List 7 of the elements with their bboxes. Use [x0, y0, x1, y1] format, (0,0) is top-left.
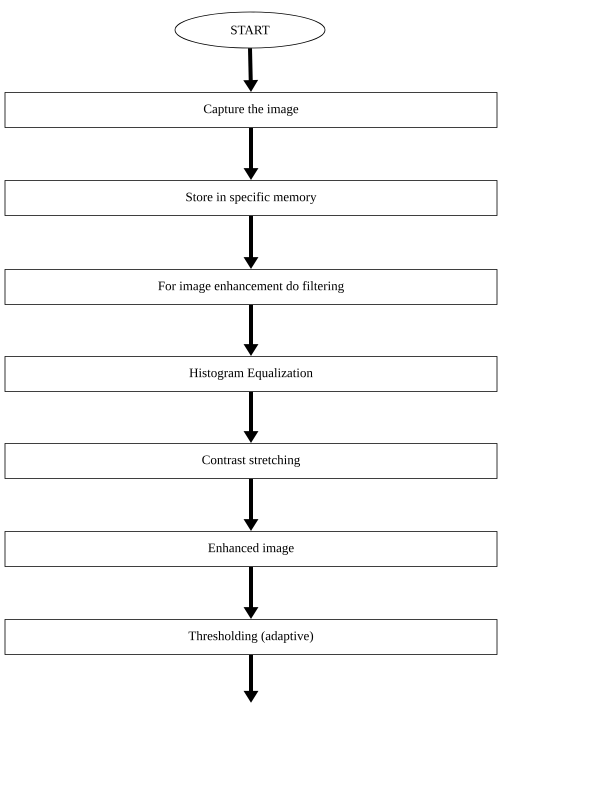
process-box: Thresholding (adaptive) [4, 619, 498, 655]
process-box: Capture the image [4, 92, 498, 128]
process-box: Histogram Equalization [4, 356, 498, 392]
process-box: For image enhancement do filtering [4, 269, 498, 305]
process-box: Contrast stretching [4, 443, 498, 479]
process-box: Enhanced image [4, 531, 498, 567]
process-box: Store in specific memory [4, 180, 498, 216]
